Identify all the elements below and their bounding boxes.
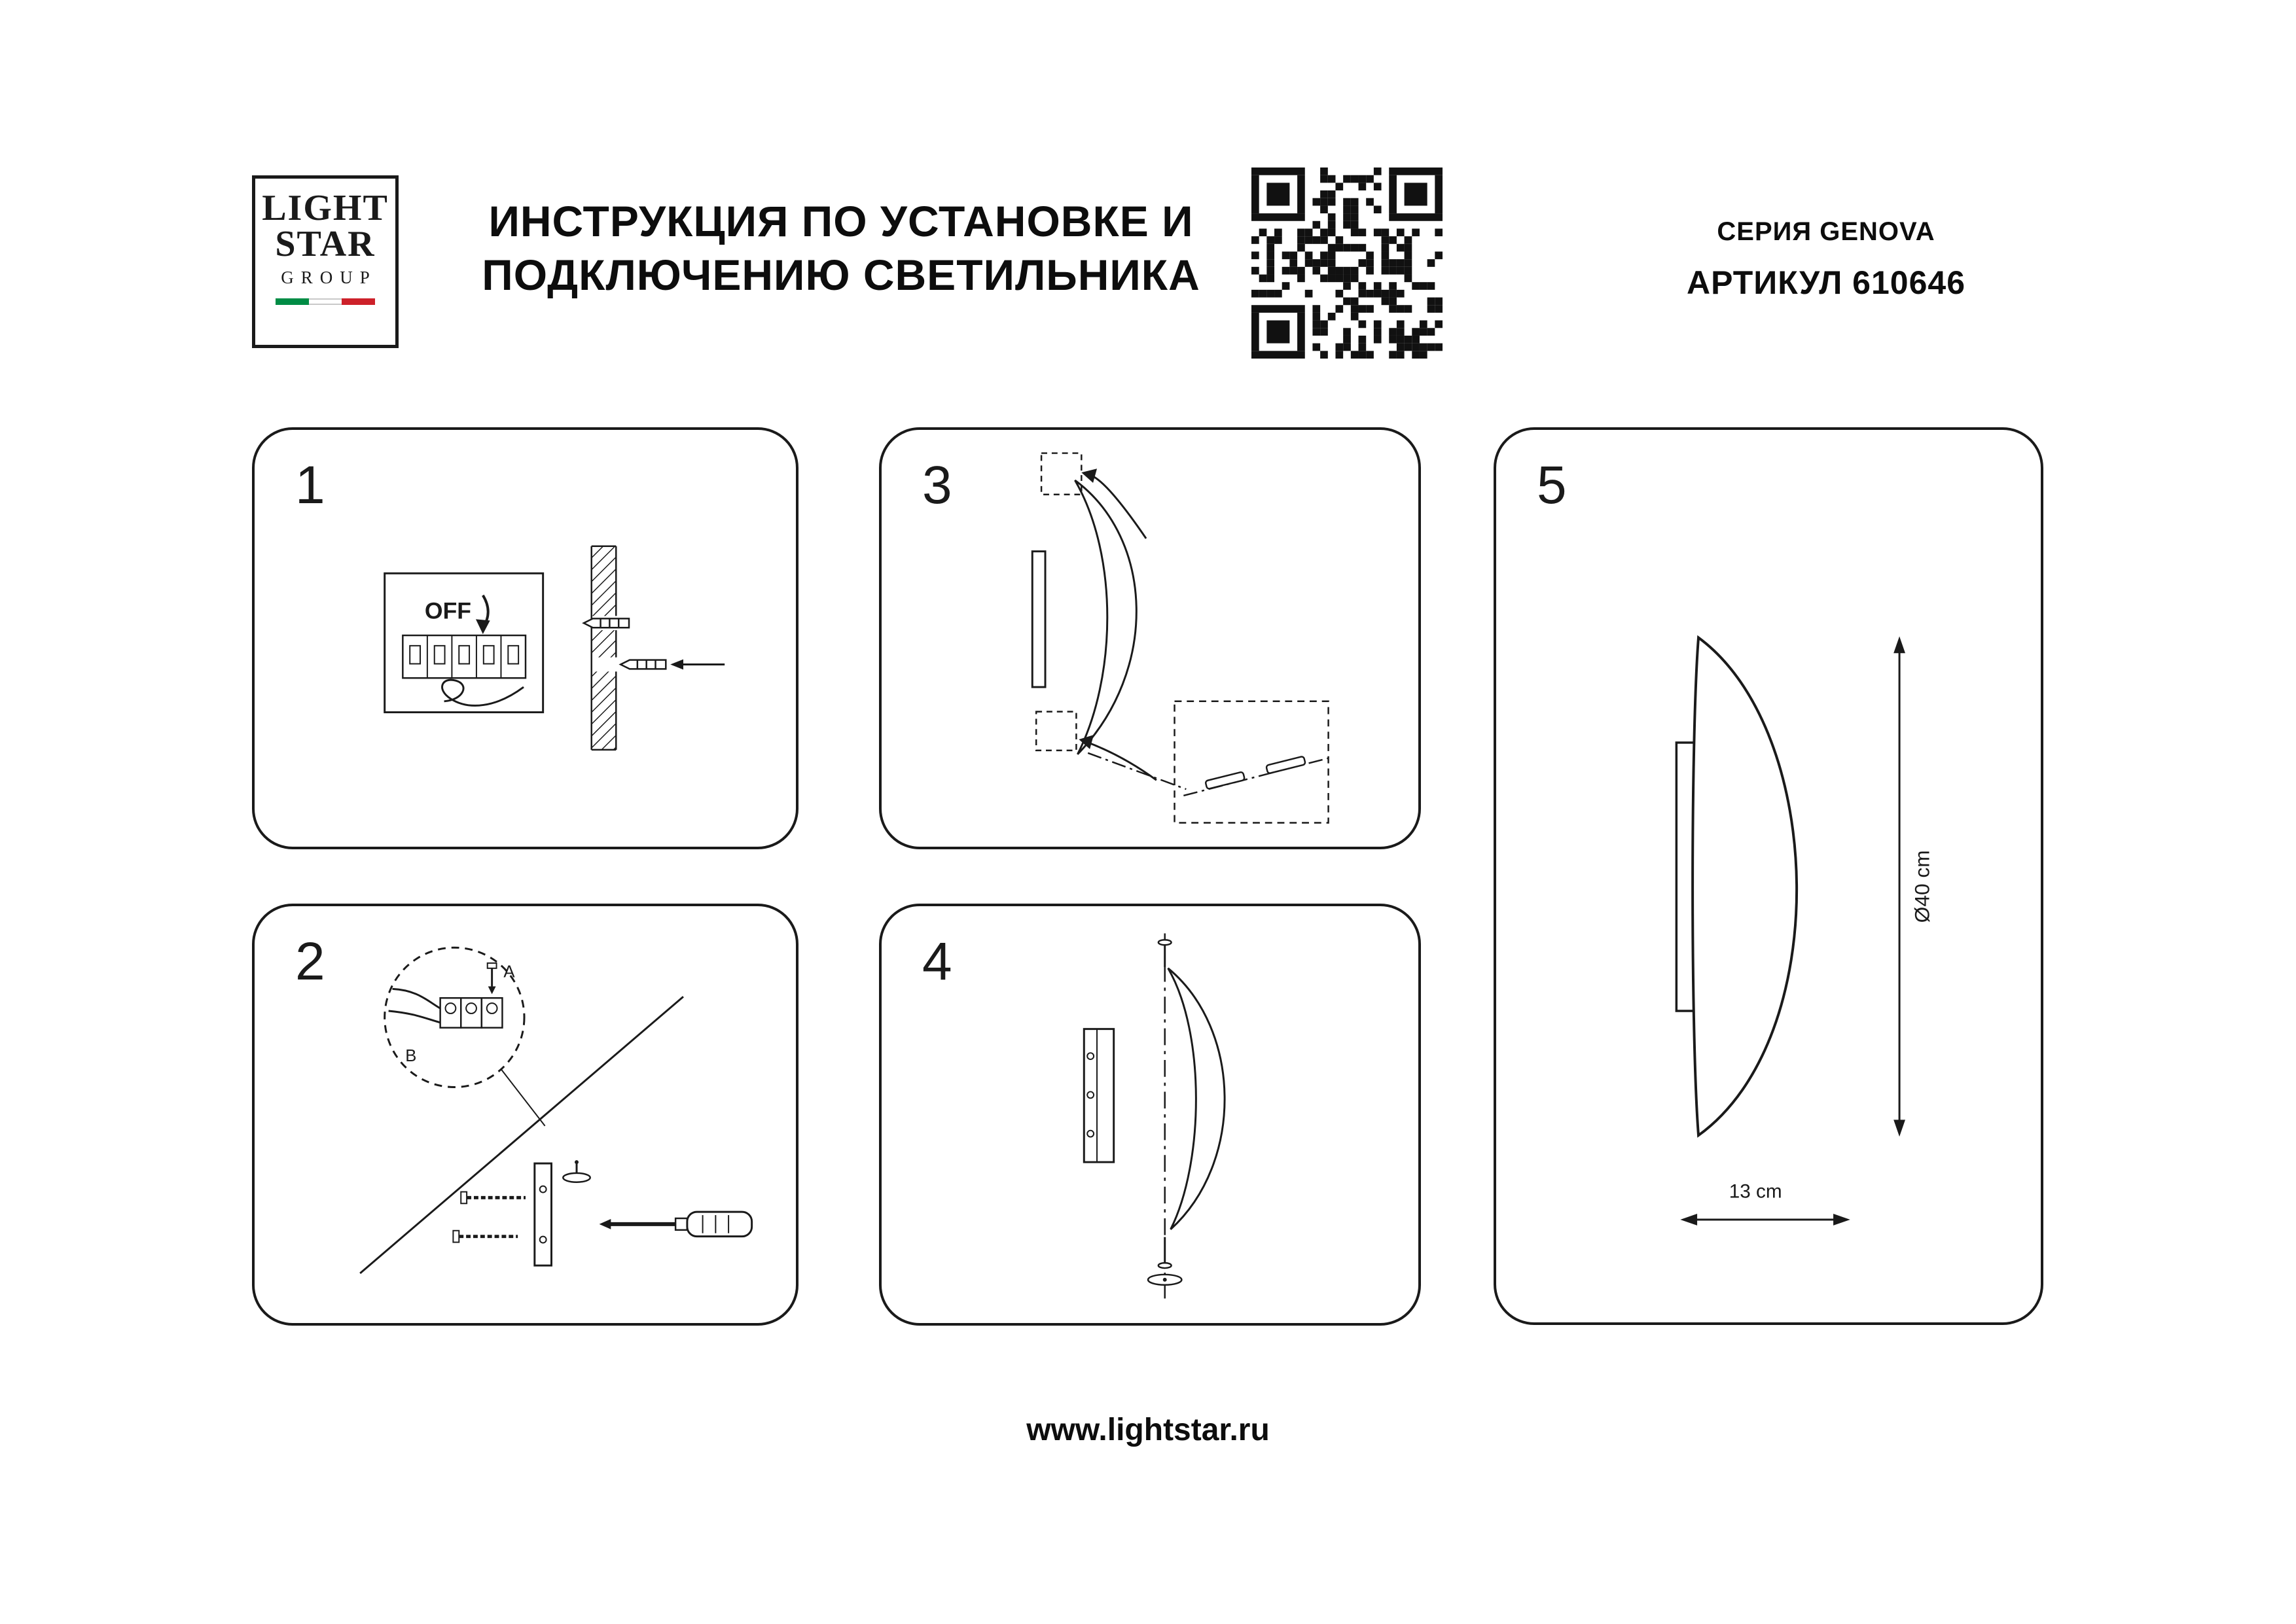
clip-markers [1035, 452, 1083, 752]
logo-group: GROUP [281, 267, 377, 287]
diameter-dimension: Ø40 cm [1893, 636, 1934, 1137]
article-label: АРТИКУЛ 610646 [1686, 264, 1966, 301]
step5-dimension-drawing: Ø40 cm 13 cm [1675, 635, 1934, 1226]
washer [562, 1160, 591, 1183]
mounting-screws [452, 1191, 526, 1243]
screwdriver-icon [599, 1210, 753, 1238]
fixing-screw-bottom [1147, 1237, 1183, 1286]
step1-illustration: OFF [384, 545, 725, 751]
fixing-screw-top [1157, 939, 1172, 967]
off-arrowhead [475, 619, 490, 635]
clip-arrowhead-bottom [1079, 735, 1094, 749]
step-2-panel: 2 A B [252, 904, 798, 1326]
lamp-shade-profile [1167, 967, 1226, 1230]
step-2-number: 2 [295, 932, 325, 991]
website-url: www.lightstar.ru [1026, 1413, 1270, 1447]
step-1-panel: 1 OFF [252, 427, 798, 849]
lamp-shade-side-profile [1691, 635, 1799, 1138]
off-label: OFF [425, 597, 471, 624]
lamp-profile [1031, 479, 1138, 755]
lightstar-logo: LIGHT STAR GROUP [252, 175, 399, 348]
wall-plug-inserted [582, 618, 630, 629]
series-label: СЕРИЯ GENOVA [1717, 217, 1935, 246]
wall-edge-line [359, 996, 684, 1275]
label-b: B [405, 1047, 416, 1065]
mounting-bracket [533, 1162, 552, 1267]
title-line-1: ИНСТРУКЦИЯ ПО УСТАНОВКЕ И [488, 197, 1194, 245]
step3-illustration [1031, 452, 1329, 824]
step4-illustration [1083, 933, 1226, 1302]
italian-flag-icon [276, 298, 376, 305]
step-1-number: 1 [295, 455, 325, 515]
qr-code [1251, 168, 1443, 359]
logo-star: STAR [275, 223, 376, 264]
depth-label: 13 cm [1729, 1180, 1782, 1202]
wall-bracket [1083, 1028, 1115, 1163]
wall-section [590, 545, 618, 751]
screw-detail-box [1174, 700, 1329, 824]
step-4-number: 4 [922, 932, 952, 991]
title-line-2: ПОДКЛЮЧЕНИЮ СВЕТИЛЬНИКА [482, 250, 1200, 299]
screw-a-arrowhead [488, 986, 496, 995]
axis-connector-line [1087, 752, 1187, 790]
step-4-panel: 4 [879, 904, 1421, 1326]
step-5-number: 5 [1537, 455, 1567, 515]
product-info: СЕРИЯ GENOVA АРТИКУЛ 610646 [1584, 217, 2068, 302]
breaker-off-diagram [384, 572, 545, 714]
logo-light: LIGHT [262, 188, 389, 228]
depth-dimension: 13 cm [1680, 1180, 1850, 1226]
clip-arrowhead-top [1081, 468, 1098, 483]
diameter-label: Ø40 cm [1910, 850, 1934, 923]
page-title: ИНСТРУКЦИЯ ПО УСТАНОВКЕ И ПОДКЛЮЧЕНИЮ СВ… [452, 195, 1230, 302]
step2-illustration: A B [359, 946, 753, 1275]
step-5-panel: 5 Ø40 cm 13 cm [1494, 427, 2043, 1325]
step-3-number: 3 [922, 455, 952, 515]
wall-plug-loose [619, 659, 667, 670]
terminal-block-zoom [384, 946, 546, 1127]
label-a: A [503, 963, 515, 981]
insert-arrow [670, 659, 725, 670]
step-3-panel: 3 [879, 427, 1421, 849]
